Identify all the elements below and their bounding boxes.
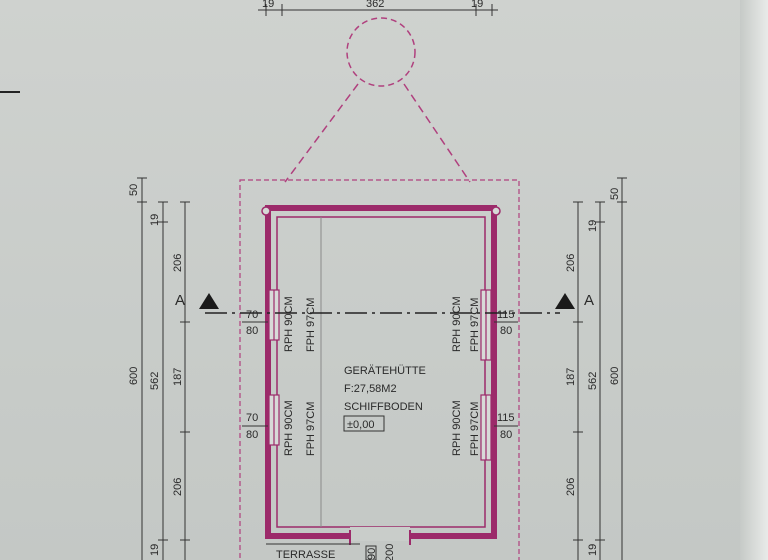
right-dim-562: 562 bbox=[587, 372, 599, 390]
win-right-lower-height: 80 bbox=[500, 429, 512, 441]
win-left-upper-width: 70 bbox=[246, 309, 258, 321]
terrace-label: TERRASSE bbox=[276, 549, 335, 560]
win-left-lower-height: 80 bbox=[246, 429, 258, 441]
left-dim-50: 50 bbox=[128, 184, 140, 196]
top-dimension-line: 19 362 19 bbox=[258, 0, 498, 16]
top-dim-middle: 362 bbox=[366, 0, 384, 10]
win-left-upper-fph: FPH 97CM bbox=[305, 298, 317, 352]
window-size-labels: 70 80 70 80 115 80 115 80 bbox=[242, 309, 518, 441]
tree-symbol bbox=[284, 17, 471, 183]
right-dim-206-bottom: 206 bbox=[565, 478, 577, 496]
window-left-lower bbox=[268, 394, 280, 446]
paper-edge bbox=[740, 0, 768, 560]
left-dim-19-top: 19 bbox=[149, 214, 161, 226]
win-left-lower-fph: FPH 97CM bbox=[305, 402, 317, 456]
level-box bbox=[343, 415, 385, 432]
right-dim-50: 50 bbox=[609, 188, 621, 200]
building-walls bbox=[261, 205, 501, 545]
win-right-lower-width: 115 bbox=[497, 412, 515, 424]
right-dim-187: 187 bbox=[565, 368, 577, 386]
section-marker-right: A bbox=[584, 292, 594, 309]
win-right-lower-rph: RPH 90CM bbox=[451, 400, 463, 456]
win-right-upper-rph: RPH 90CM bbox=[451, 296, 463, 352]
win-right-upper-fph: FPH 97CM bbox=[469, 298, 481, 352]
door-area: TERRASSE 90 200 bbox=[266, 543, 396, 560]
room-area: F:27,58M2 bbox=[344, 383, 397, 395]
room-level: ±0,00 bbox=[347, 419, 374, 431]
right-dim-19-bottom: 19 bbox=[587, 544, 599, 556]
left-dim-187: 187 bbox=[172, 368, 184, 386]
section-arrow-right-icon bbox=[555, 293, 575, 309]
room-floor: SCHIFFBODEN bbox=[344, 401, 423, 413]
window-right-lower bbox=[480, 394, 492, 461]
left-dim-206-top: 206 bbox=[172, 254, 184, 272]
door-label-b: 200 bbox=[384, 544, 396, 560]
left-dim-600: 600 bbox=[128, 367, 140, 385]
top-dim-right: 19 bbox=[471, 0, 483, 10]
left-dimension-chains bbox=[137, 177, 190, 560]
right-dimension-chains bbox=[573, 177, 627, 560]
window-right-upper bbox=[480, 289, 492, 361]
section-arrow-left-icon bbox=[199, 293, 219, 309]
win-right-upper-height: 80 bbox=[500, 325, 512, 337]
right-dim-600: 600 bbox=[609, 367, 621, 385]
room-label: GERÄTEHÜTTE F:27,58M2 SCHIFFBODEN ±0,00 bbox=[343, 365, 426, 432]
win-right-lower-fph: FPH 97CM bbox=[469, 402, 481, 456]
top-dim-left: 19 bbox=[262, 0, 274, 10]
section-marker-left: A bbox=[175, 292, 185, 309]
win-left-lower-rph: RPH 90CM bbox=[283, 400, 295, 456]
right-dim-206-top: 206 bbox=[565, 254, 577, 272]
win-left-upper-rph: RPH 90CM bbox=[283, 296, 295, 352]
win-left-upper-height: 80 bbox=[246, 325, 258, 337]
roof-outline bbox=[239, 179, 520, 560]
left-dim-562: 562 bbox=[149, 372, 161, 390]
win-left-lower-width: 70 bbox=[246, 412, 258, 424]
section-line: A A bbox=[175, 292, 594, 314]
window-left-upper bbox=[268, 289, 280, 341]
right-dim-19-top: 19 bbox=[587, 220, 599, 232]
win-right-upper-width: 115 bbox=[497, 309, 515, 321]
left-dim-206-bottom: 206 bbox=[172, 478, 184, 496]
left-dim-19-bottom: 19 bbox=[149, 544, 161, 556]
door-label-a: 90 bbox=[366, 548, 378, 560]
room-name: GERÄTEHÜTTE bbox=[344, 365, 426, 377]
